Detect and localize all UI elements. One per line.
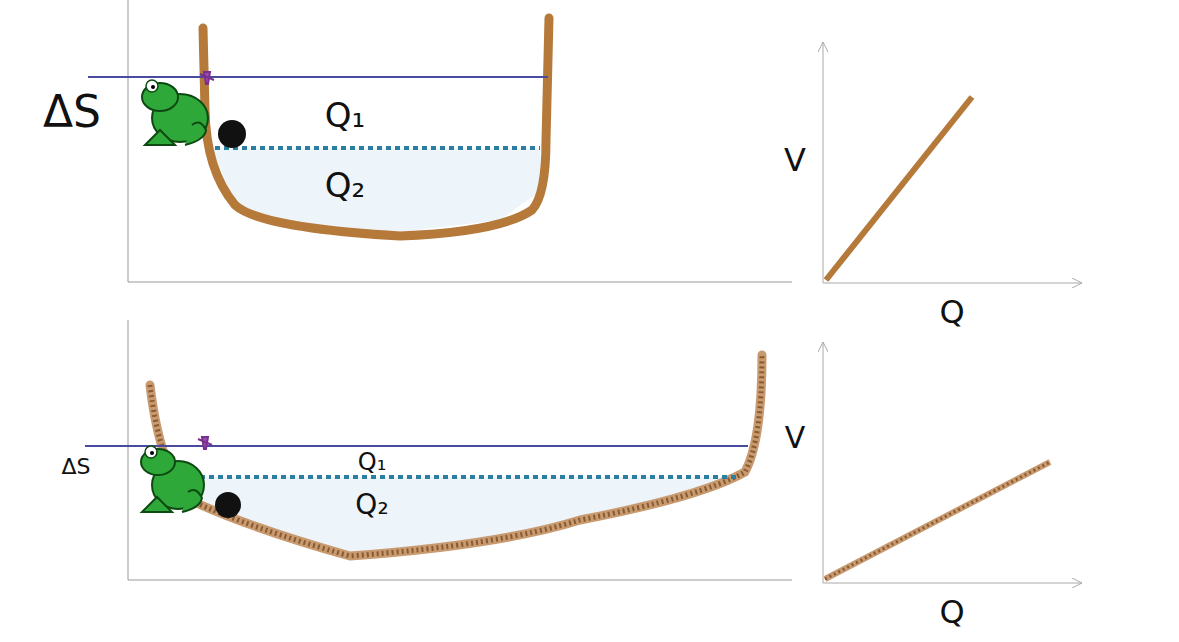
axis-label: Q [939, 596, 964, 628]
water-level [85, 445, 748, 447]
axis [823, 583, 1082, 584]
axis [823, 283, 1082, 284]
water-level-low [215, 146, 540, 150]
ball [215, 492, 241, 518]
axis [128, 282, 792, 283]
axis-label: V [785, 423, 806, 453]
axis [823, 342, 824, 583]
fly [200, 72, 214, 84]
water-level [88, 76, 548, 78]
axis-label: Q [939, 296, 964, 328]
channel-texture [150, 355, 762, 556]
frog [142, 80, 208, 145]
axis-label: V [784, 144, 806, 176]
axis [128, 580, 792, 581]
channel [150, 355, 762, 556]
flow-label: Q₂ [325, 168, 365, 202]
frog [141, 446, 204, 512]
plot-line-texture [825, 462, 1050, 579]
ball [218, 120, 246, 148]
water-level-low [200, 475, 740, 479]
delta-s-label: ΔS [43, 90, 101, 134]
axis [128, 0, 129, 282]
flow-label: Q₁ [358, 450, 387, 474]
plot-line [826, 97, 972, 280]
axis [128, 320, 129, 580]
flow-label: Q₁ [325, 98, 365, 132]
channel [203, 18, 549, 236]
flow-label: Q₂ [355, 491, 388, 519]
fly [198, 437, 212, 449]
axis [823, 42, 824, 283]
delta-s-label: ΔS [61, 456, 90, 478]
plot-line [825, 462, 1050, 579]
